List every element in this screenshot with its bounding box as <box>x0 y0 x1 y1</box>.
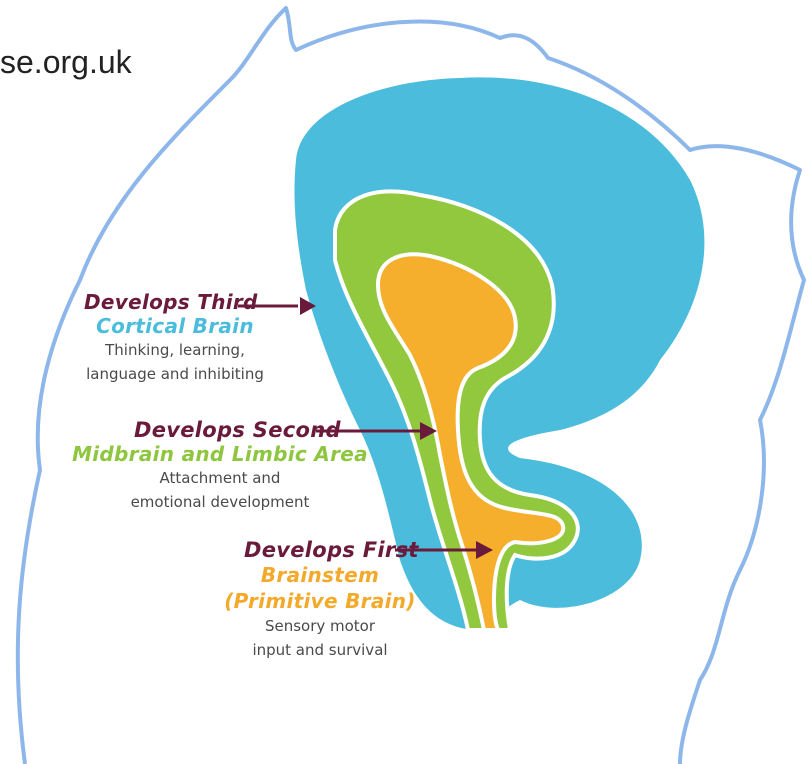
limbic-area-label: Midbrain and Limbic Area <box>60 442 380 466</box>
brainstem-desc-line2: input and survival <box>210 638 430 662</box>
url-fragment: se.org.uk <box>0 44 132 81</box>
brainstem-label: Brainstem <box>210 562 430 588</box>
stage-first-label: Develops First Brainstem (Primitive Brai… <box>210 538 430 662</box>
brainstem-desc-line1: Sensory motor <box>210 614 430 638</box>
cortical-brain-label: Cortical Brain <box>60 314 290 338</box>
primitive-brain-label: (Primitive Brain) <box>210 588 430 614</box>
cortical-brain-desc-line1: Thinking, learning, <box>60 338 290 362</box>
stage-second-label: Develops Second Midbrain and Limbic Area… <box>60 418 380 514</box>
limbic-area-desc-line2: emotional development <box>60 490 380 514</box>
develops-second-label: Develops Second <box>60 418 380 442</box>
develops-first-label: Develops First <box>210 538 430 562</box>
limbic-area-desc-line1: Attachment and <box>60 466 380 490</box>
develops-third-label: Develops Third <box>60 290 290 314</box>
stage-third-label: Develops Third Cortical Brain Thinking, … <box>60 290 290 386</box>
cortical-brain-desc-line2: language and inhibiting <box>60 362 290 386</box>
